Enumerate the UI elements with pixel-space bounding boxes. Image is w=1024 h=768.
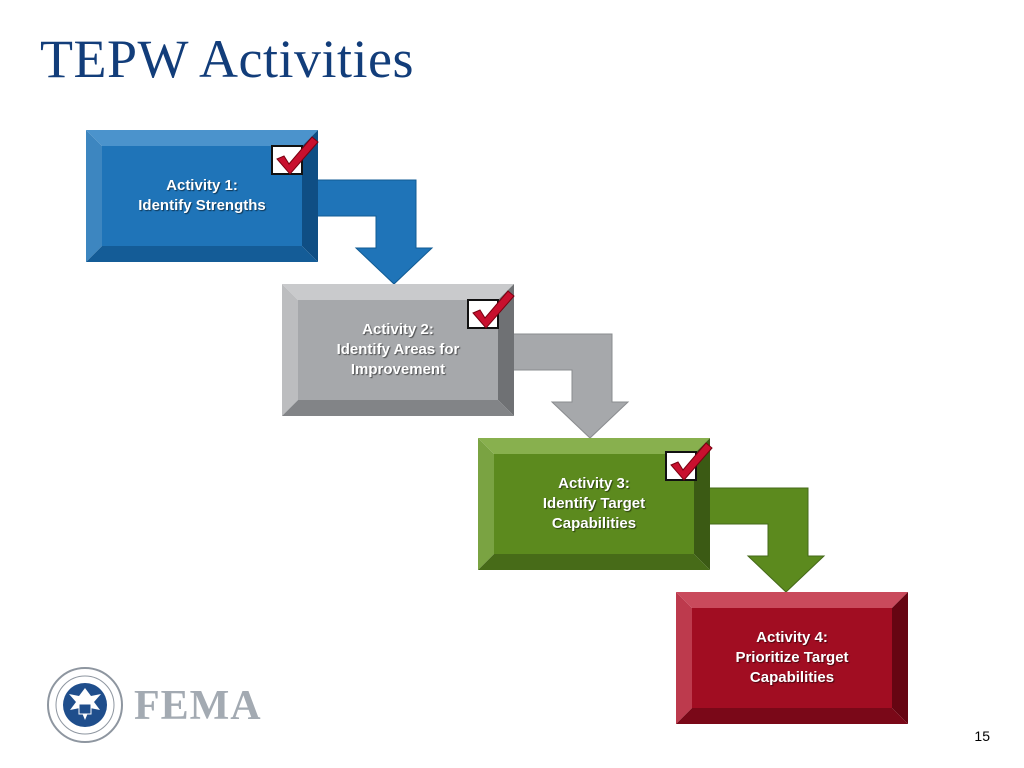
dhs-seal-icon xyxy=(47,667,123,743)
activity-4-box: Activity 4: Prioritize Target Capabiliti… xyxy=(676,592,908,724)
activity-description: Prioritize Target xyxy=(735,649,849,666)
activity-description: Identify Areas for xyxy=(336,341,460,358)
activity-2-box: Activity 2: Identify Areas for Improveme… xyxy=(282,284,514,416)
activity-heading: Activity 4: xyxy=(756,629,828,646)
activity-1-box: Activity 1: Identify Strengths xyxy=(86,130,318,262)
down-arrow-icon xyxy=(692,487,826,593)
fema-wordmark: FEMA xyxy=(134,683,262,729)
activity-description: Identify Strengths xyxy=(138,197,266,214)
activity-heading: Activity 1: xyxy=(166,177,238,194)
activity-heading: Activity 2: xyxy=(362,321,434,338)
checkmark-icon xyxy=(665,442,713,481)
activity-description: Improvement xyxy=(350,361,446,378)
activity-3-box: Activity 3: Identify Target Capabilities xyxy=(478,438,710,570)
checkmark-icon xyxy=(467,290,515,329)
activity-description: Capabilities xyxy=(749,669,835,686)
page-number: 15 xyxy=(974,728,990,744)
checkmark-icon xyxy=(271,136,319,175)
activity-description: Capabilities xyxy=(551,515,637,532)
activity-description: Identify Target xyxy=(542,495,646,512)
activity-heading: Activity 3: xyxy=(558,475,630,492)
down-arrow-icon xyxy=(496,333,630,439)
slide-title: TEPW Activities xyxy=(40,29,414,89)
down-arrow-icon xyxy=(300,179,434,285)
